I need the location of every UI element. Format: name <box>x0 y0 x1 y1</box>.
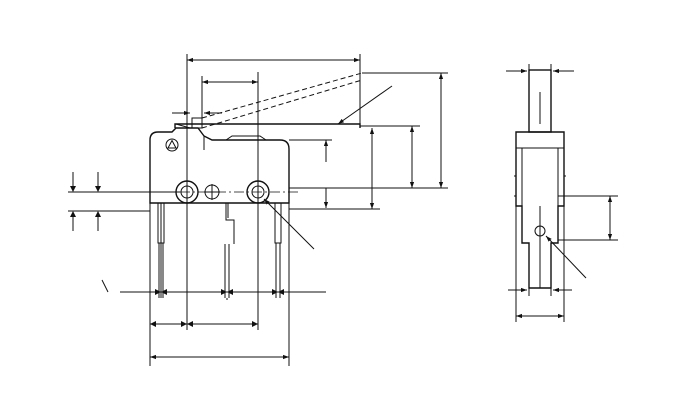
body-top-ridge <box>212 135 267 141</box>
arrow-tp-6 <box>278 289 284 295</box>
leader-lever <box>337 85 393 125</box>
side-body-notches <box>514 175 566 197</box>
lever-actuated-dashed-2 <box>201 79 363 129</box>
lever-hinge <box>175 123 191 129</box>
arrow-tp-5 <box>272 289 278 295</box>
side-body-lines <box>521 148 559 206</box>
arrow-tp-2 <box>161 289 167 295</box>
switch-body-outline <box>149 127 290 204</box>
arrow-hp-4 <box>252 321 258 327</box>
triangle-icon <box>165 138 179 152</box>
leader-side-hole <box>545 235 587 279</box>
arrow-hp-2 <box>181 321 187 327</box>
leader-terminal-note <box>101 279 109 293</box>
side-view <box>506 64 618 322</box>
side-terminal-hole <box>534 225 546 237</box>
arrow-tp-3 <box>221 289 227 295</box>
front-view <box>68 54 448 366</box>
leader-mounting-hole <box>263 198 315 250</box>
terminal-left <box>157 202 165 298</box>
arrow-tp-1 <box>155 289 161 295</box>
arrow-hp-1 <box>150 321 156 327</box>
dim-left-offset2-arrow-2 <box>95 211 101 217</box>
terminal-right <box>274 202 282 298</box>
lever-pivot <box>191 117 203 129</box>
terminal-middle <box>224 203 235 298</box>
dim-left-offset-arrow-2 <box>70 211 76 217</box>
dim-left-offset-arrow-1 <box>70 186 76 192</box>
lever-actuated-dashed-1 <box>201 72 363 119</box>
arrow-hp-3 <box>187 321 193 327</box>
dim-left-offset2-arrow-1 <box>95 186 101 192</box>
arrow-tp-4 <box>227 289 233 295</box>
